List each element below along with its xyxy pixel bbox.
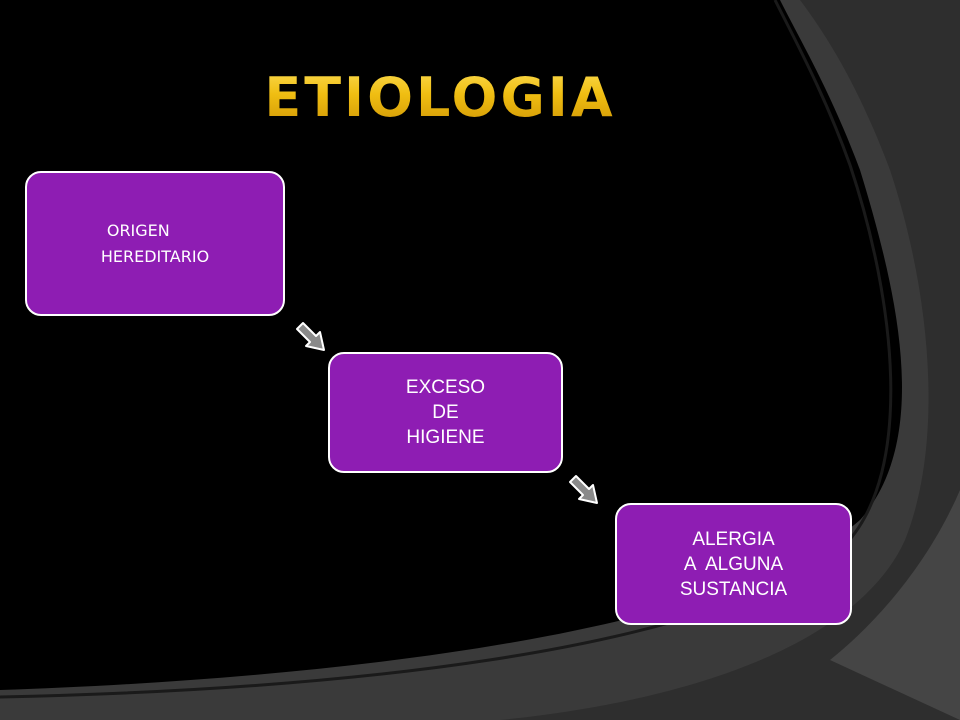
step-box-alergia-a-alguna-sustancia: ALERGIA A ALGUNA SUSTANCIA [615, 503, 852, 625]
step-box-exceso-de-higiene: EXCESO DE HIGIENE [328, 352, 563, 473]
step-2-line-1: EXCESO [405, 377, 486, 398]
step-3-line-2: A ALGUNA [683, 553, 784, 575]
step-3-line-3: SUSTANCIA [679, 578, 788, 600]
step-2-line-3: HIGIENE [406, 427, 485, 448]
step-1-line-2: HEREDITARIO [100, 246, 210, 266]
step-3-line-1: ALERGIA [692, 528, 775, 550]
step-box-origen-hereditario: ORIGEN HEREDITARIO [25, 171, 285, 316]
arrow-down-right-icon [569, 475, 598, 504]
arrow-down-right-icon [296, 322, 325, 351]
slide-title: ETIOLOGIA [250, 58, 630, 138]
step-1-line-1: ORIGEN [106, 220, 170, 240]
step-2-line-2: DE [432, 402, 459, 423]
